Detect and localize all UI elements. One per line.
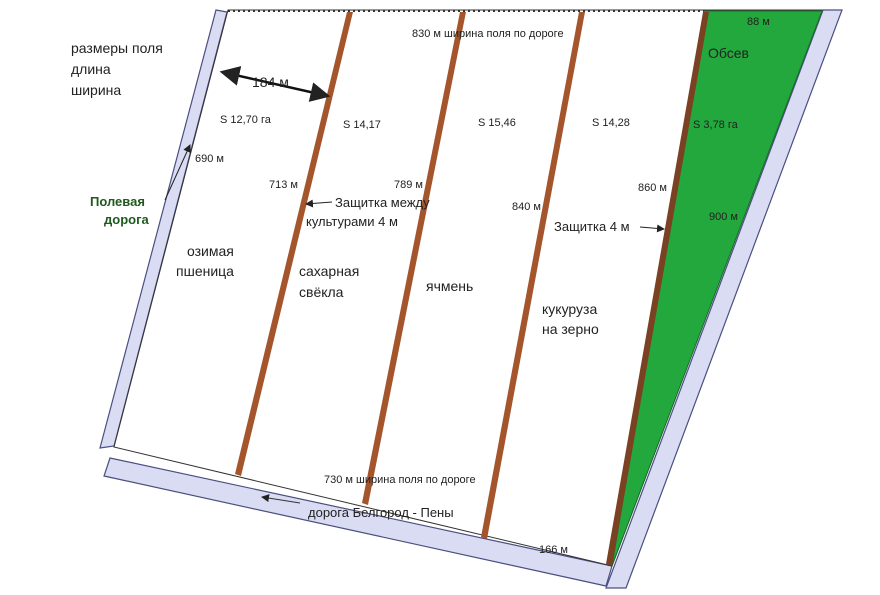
field-road-pointer — [164, 144, 191, 201]
crop-label-5: Обсев — [708, 45, 749, 61]
area-label-5: S 3,78 га — [693, 119, 739, 131]
top-width-label: 830 м ширина поля по дороге — [412, 28, 564, 40]
legend-line-3: ширина — [71, 82, 121, 98]
length-label-4: 840 м — [512, 201, 541, 213]
main-road-arrow — [261, 494, 301, 504]
crop-label-4b: на зерно — [542, 321, 599, 337]
bottom-width-label: 730 м ширина поля по дороге — [324, 474, 476, 486]
area-label-2: S 14,17 — [343, 119, 381, 131]
protection-right-label: Защитка 4 м — [554, 219, 630, 234]
protection-between-label-2: культурами 4 м — [306, 214, 398, 229]
bottom-right-width-label: 166 м — [539, 544, 568, 556]
main-road — [103, 457, 613, 587]
strip-width-arrow — [219, 66, 331, 102]
protection-right-pointer — [639, 224, 665, 233]
legend-line-1: размеры поля — [71, 40, 163, 56]
length-label-5: 860 м — [638, 182, 667, 194]
protection-between-pointer — [305, 199, 333, 208]
area-label-3: S 15,46 — [478, 117, 516, 129]
crop-label-2b: свёкла — [299, 284, 344, 300]
strip-width-label: 184 м — [252, 74, 289, 90]
protection-between-label-1: Защитка между — [335, 195, 430, 210]
length-label-1: 690 м — [195, 153, 224, 165]
length-label-3: 789 м — [394, 179, 423, 191]
protection-strip-2 — [362, 12, 466, 505]
main-road-label: дорога Белгород - Пены — [308, 505, 454, 520]
top-right-width-label: 88 м — [747, 16, 770, 28]
crop-label-3: ячмень — [426, 278, 473, 294]
length-label-2: 713 м — [269, 179, 298, 191]
crop-label-4a: кукуруза — [542, 301, 597, 317]
area-label-4: S 14,28 — [592, 117, 630, 129]
crop-label-2a: сахарная — [299, 263, 359, 279]
legend-line-2: длина — [71, 61, 111, 77]
crop-label-1b: пшеница — [176, 263, 234, 279]
field-road-label-1: Полевая — [90, 194, 145, 209]
crop-label-1a: озимая — [187, 243, 234, 259]
area-label-1: S 12,70 га — [220, 114, 272, 126]
protection-strip-4 — [606, 12, 709, 566]
right-road — [605, 9, 843, 589]
protection-strip-3 — [481, 12, 585, 539]
field-road-label-2: дорога — [104, 212, 149, 227]
length-label-6: 900 м — [709, 211, 738, 223]
protection-strip-1 — [235, 12, 353, 476]
